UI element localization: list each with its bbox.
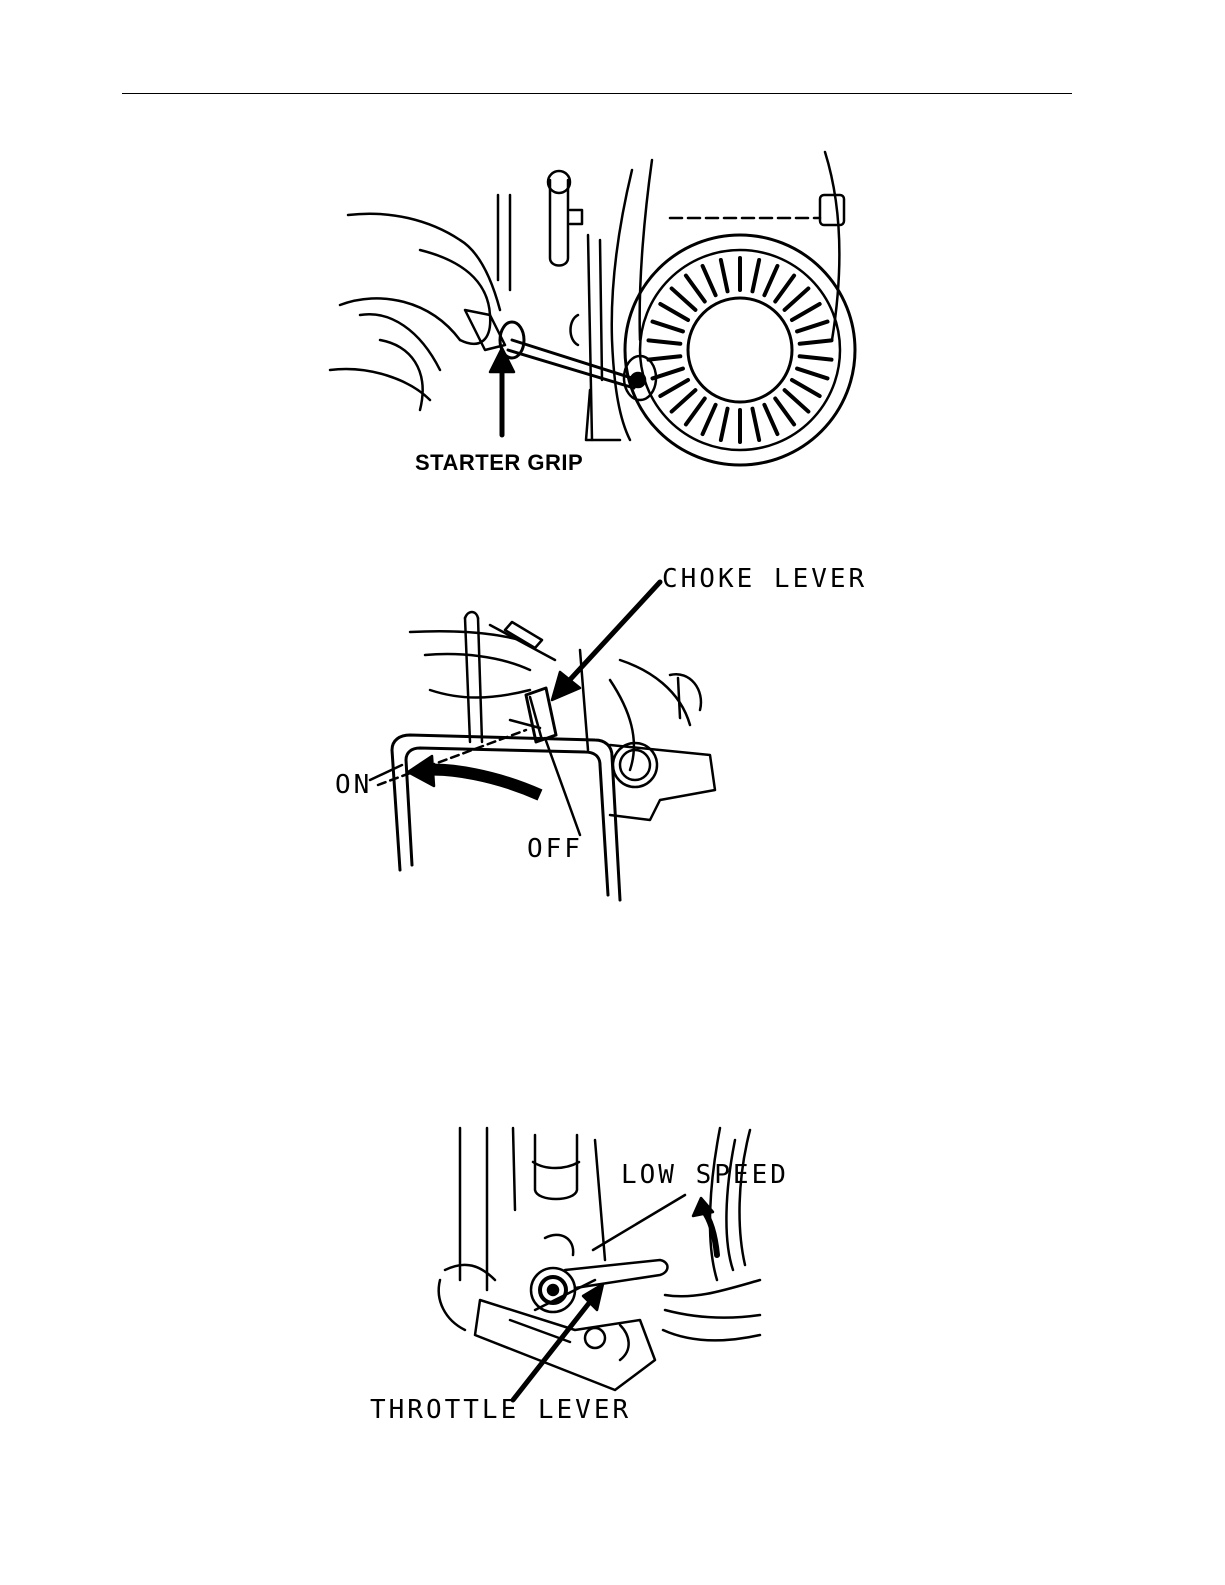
choke-on-label: ON [335,770,372,800]
choke-off-label: OFF [527,834,583,864]
choke-lever-figure: CHOKE LEVER ON OFF [330,560,870,905]
choke-lever-label: CHOKE LEVER [662,564,867,594]
hand [330,214,505,410]
starter-illustration [320,140,880,490]
throttle-lever-figure: LOW SPEED THROTTLE LEVER [365,1120,835,1430]
header-rule [122,93,1072,94]
starter-grip-figure: STARTER GRIP [320,140,880,490]
starter-grip-label: STARTER GRIP [415,450,583,476]
recoil-starter-cover [624,235,855,465]
choke-illustration [330,560,870,905]
low-speed-label: LOW SPEED [621,1160,789,1190]
throttle-lever-label: THROTTLE LEVER [370,1395,631,1425]
